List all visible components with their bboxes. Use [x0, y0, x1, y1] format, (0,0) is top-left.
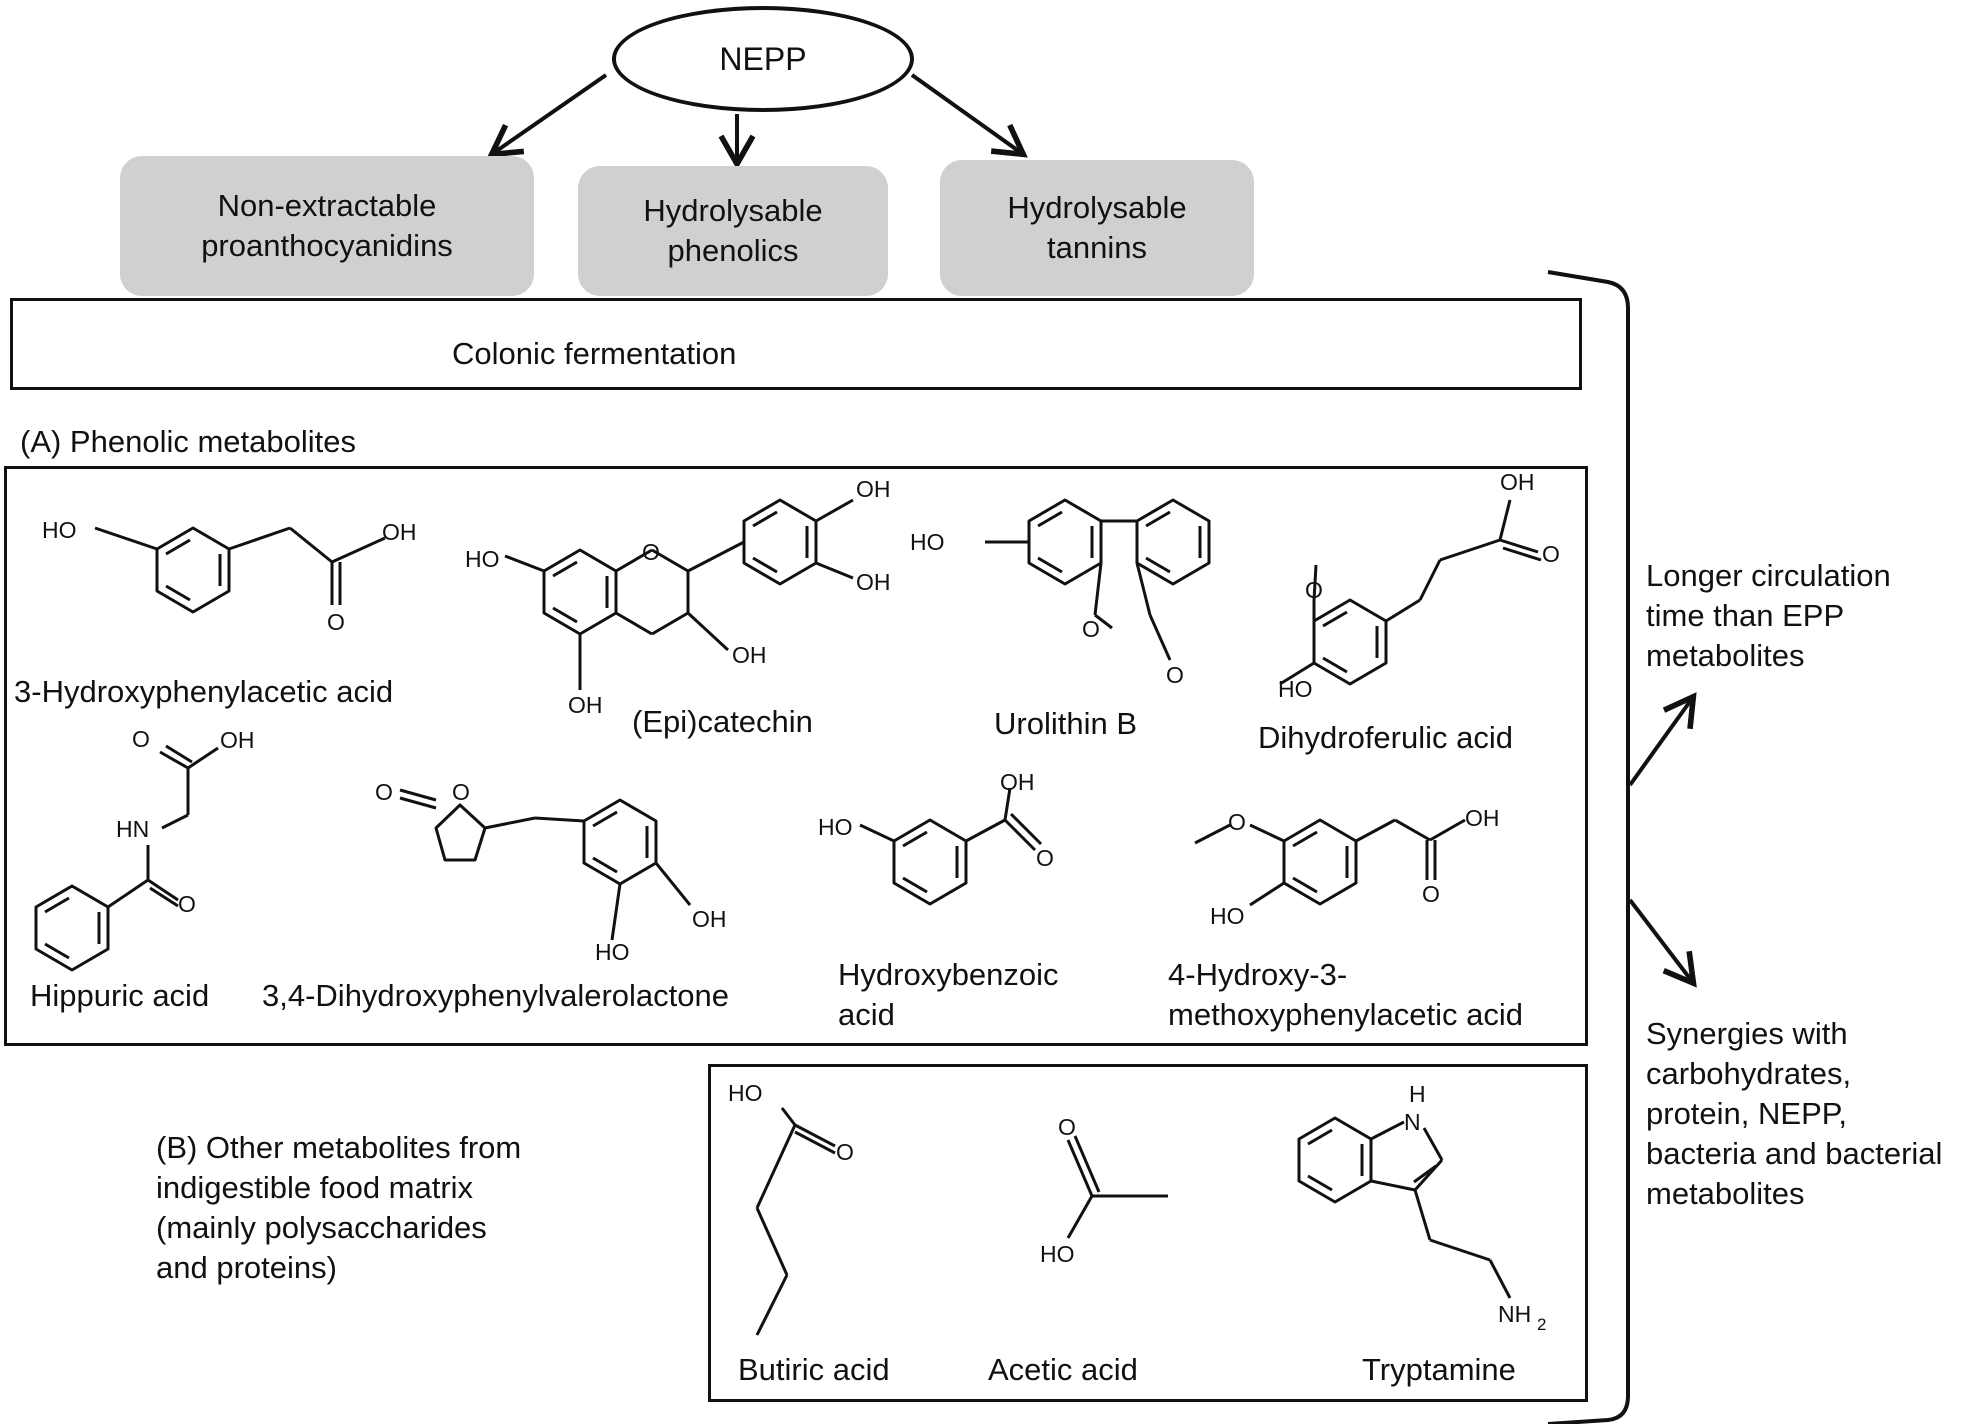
atom-label: OH: [220, 727, 255, 753]
atom-label: O: [1422, 881, 1440, 907]
category-label: Hydrolysable tannins: [1007, 190, 1187, 265]
indole-n-label: N: [1404, 1109, 1421, 1135]
other-metabolites-box: [708, 1064, 1588, 1402]
atom-label: HO: [465, 546, 500, 572]
atom-label: OH: [382, 519, 417, 545]
structure-dihydroxyphenylvalerolactone: [399, 788, 692, 941]
structure-hvma: [1194, 818, 1466, 907]
atom-label: HO: [910, 529, 945, 555]
atom-label: OH: [692, 906, 727, 932]
atom-label: OH: [1465, 805, 1500, 831]
category-box-tannins: Hydrolysable tannins: [940, 160, 1254, 296]
atom-label: O: [1305, 577, 1323, 603]
atom-label: O: [375, 779, 393, 805]
atom-label: O: [642, 539, 660, 565]
bracket-arrow-down: [1628, 898, 1697, 988]
compound-name: 4-Hydroxy-3- methoxyphenylacetic acid: [1168, 957, 1523, 1032]
atom-label: HO: [595, 939, 630, 965]
right-bracket: [1547, 270, 1630, 1424]
atom-label: 2: [1537, 1315, 1546, 1334]
atom-label: HO: [818, 814, 853, 840]
structure-butiric-acid: [755, 1107, 836, 1336]
atom-label: HO: [1278, 676, 1313, 702]
structure-acetic-acid: [1066, 1135, 1168, 1239]
phenolic-heading: (A) Phenolic metabolites: [20, 424, 356, 459]
atom-label: O: [178, 891, 196, 917]
atom-label: OH: [568, 692, 603, 718]
structure-3-hydroxyphenylacetic-acid: [94, 526, 386, 614]
arrow-nepp-to-tannins: [910, 73, 1028, 158]
atom-label: HO: [1040, 1241, 1075, 1267]
category-label: Hydrolysable phenolics: [643, 193, 823, 268]
compound-name: Butiric acid: [738, 1352, 890, 1387]
atom-label: O: [836, 1139, 854, 1165]
category-box-phenolics: Hydrolysable phenolics: [578, 166, 888, 296]
compound-name: 3,4-Dihydroxyphenylvalerolactone: [262, 978, 729, 1013]
atom-label: O: [1082, 616, 1100, 642]
other-metabolites-heading: (B) Other metabolites from indigestible …: [156, 1130, 522, 1285]
structure-hydroxybenzoic-acid: [859, 787, 1043, 906]
compound-name: Dihydroferulic acid: [1258, 720, 1513, 755]
fermentation-label: Colonic fermentation: [452, 336, 737, 371]
atom-label: O: [1058, 1114, 1076, 1140]
atom-label: HN: [116, 816, 149, 842]
compound-name: Tryptamine: [1362, 1352, 1516, 1387]
compound-name: Urolithin B: [994, 706, 1137, 741]
compound-name: (Epi)catechin: [632, 704, 813, 739]
structure-urolithin-b: [985, 498, 1211, 661]
atom-label: O: [132, 726, 150, 752]
arrow-nepp-to-proanthocyanidins: [487, 73, 608, 158]
outcome-longer-circulation: Longer circulation time than EPP metabol…: [1646, 558, 1891, 673]
atom-label: OH: [856, 569, 891, 595]
compound-name: 3-Hydroxyphenylacetic acid: [14, 674, 394, 709]
atom-label: O: [1036, 845, 1054, 871]
compound-name: Acetic acid: [988, 1352, 1138, 1387]
bracket-arrow-up: [1628, 692, 1697, 787]
atom-label: OH: [732, 642, 767, 668]
fermentation-box: [10, 298, 1582, 390]
structure-dihydroferulic-acid: [1279, 499, 1542, 686]
atom-label: O: [327, 609, 345, 635]
structure-hippuric-acid: [34, 744, 219, 972]
atom-label: O: [1166, 662, 1184, 688]
atom-label: OH: [1500, 469, 1535, 495]
atom-label: NH: [1498, 1301, 1531, 1327]
category-box-proanthocyanidins: Non-extractable proanthocyanidins: [120, 156, 534, 296]
atom-label: HO: [42, 517, 77, 543]
phenolic-metabolites-box: [4, 466, 1588, 1046]
atom-label: OH: [856, 476, 891, 502]
atom-label: HO: [1210, 903, 1245, 929]
atom-label: H: [1409, 1081, 1426, 1107]
atom-label: HO: [728, 1080, 763, 1106]
category-label: Non-extractable proanthocyanidins: [201, 188, 453, 263]
nepp-node: NEPP: [612, 6, 914, 112]
atom-label: OH: [1000, 769, 1035, 795]
atom-label: O: [452, 779, 470, 805]
atom-label: O: [1228, 809, 1246, 835]
outcome-synergies: Synergies with carbohydrates, protein, N…: [1646, 1016, 1943, 1211]
atom-labels: HO OH O HO O OH OH OH OH HO O O OH O O H…: [42, 469, 1560, 1334]
structure-tryptamine: [1297, 1116, 1512, 1299]
compound-name: Hippuric acid: [30, 978, 210, 1013]
compound-name: Hydroxybenzoic acid: [838, 957, 1059, 1032]
atom-label: O: [1542, 541, 1560, 567]
nepp-label: NEPP: [719, 40, 807, 77]
structure-epicatechin: [504, 498, 854, 690]
